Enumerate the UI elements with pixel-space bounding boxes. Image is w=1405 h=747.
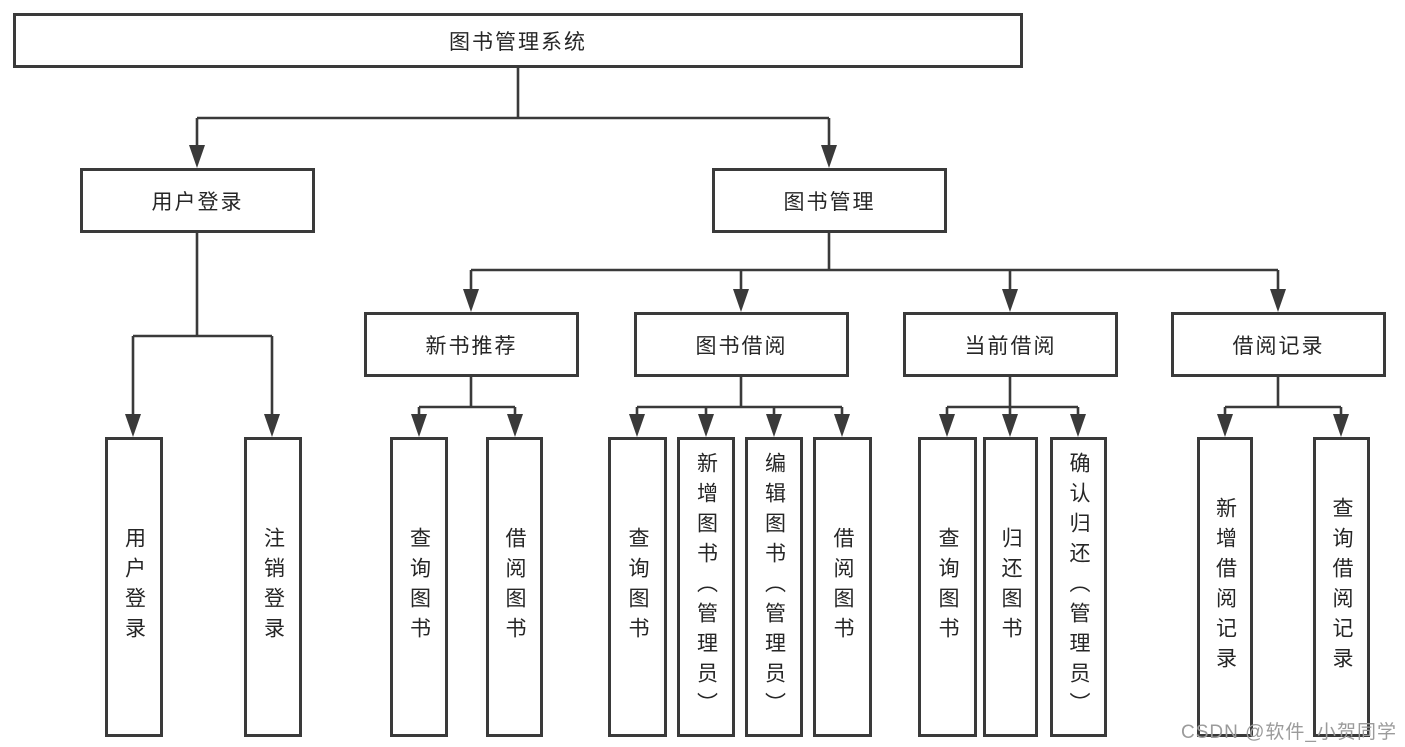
arrowhead-down-icon: [189, 145, 205, 168]
leaf-label: 借阅图书: [831, 527, 854, 647]
arrowhead-down-icon: [507, 414, 523, 437]
node-leaf-borrow-books-1: 借阅图书: [486, 437, 543, 737]
node-leaf-query-books-2: 查询图书: [608, 437, 667, 737]
arrowhead-down-icon: [1217, 414, 1233, 437]
node-leaf-borrow-books-2: 借阅图书: [813, 437, 872, 737]
leaf-label: 查询图书: [626, 527, 649, 647]
watermark: CSDN @软件_小贺同学: [1181, 722, 1397, 743]
node-book-borrowing: 图书借阅: [634, 312, 849, 377]
arrowhead-down-icon: [939, 414, 955, 437]
leaf-label: 借阅图书: [503, 527, 526, 647]
node-library-management-system: 图书管理系统: [13, 13, 1023, 68]
leaf-label: 确认归还（管理员）: [1067, 452, 1090, 722]
leaf-label: 查询借阅记录: [1330, 497, 1353, 677]
leaf-label: 新增借阅记录: [1213, 497, 1237, 677]
node-leaf-edit-books-admin: 编辑图书（管理员）: [745, 437, 803, 737]
node-leaf-query-books-3: 查询图书: [918, 437, 977, 737]
leaf-label: 归还图书: [999, 527, 1022, 647]
leaf-label: 用户登录: [122, 527, 146, 647]
leaf-label: 注销登录: [261, 527, 285, 647]
leaf-label: 查询图书: [407, 527, 431, 647]
arrowhead-down-icon: [1002, 414, 1018, 437]
node-new-book-recommend: 新书推荐: [364, 312, 579, 377]
node-leaf-query-books-1: 查询图书: [390, 437, 448, 737]
node-book-management: 图书管理: [712, 168, 947, 233]
arrowhead-down-icon: [463, 289, 479, 312]
node-leaf-add-books-admin: 新增图书（管理员）: [677, 437, 735, 737]
arrowhead-down-icon: [1270, 289, 1286, 312]
arrowhead-down-icon: [766, 414, 782, 437]
node-leaf-add-borrow-record: 新增借阅记录: [1197, 437, 1253, 737]
arrowhead-down-icon: [264, 414, 280, 437]
node-user-login: 用户登录: [80, 168, 315, 233]
arrowhead-down-icon: [1070, 414, 1086, 437]
node-leaf-query-borrow-record: 查询借阅记录: [1313, 437, 1370, 737]
arrowhead-down-icon: [411, 414, 427, 437]
arrowhead-down-icon: [1333, 414, 1349, 437]
leaf-label: 查询图书: [936, 527, 959, 647]
arrowhead-down-icon: [698, 414, 714, 437]
arrowhead-down-icon: [125, 414, 141, 437]
connector-path: [131, 68, 1343, 419]
leaf-label: 编辑图书（管理员）: [762, 452, 786, 722]
arrowhead-down-icon: [821, 145, 837, 168]
node-leaf-confirm-return-admin: 确认归还（管理员）: [1050, 437, 1107, 737]
node-borrowing-records: 借阅记录: [1171, 312, 1386, 377]
arrowhead-down-icon: [1002, 289, 1018, 312]
node-leaf-return-books: 归还图书: [983, 437, 1038, 737]
leaf-label: 新增图书（管理员）: [694, 452, 718, 722]
node-leaf-user-login: 用户登录: [105, 437, 163, 737]
arrowhead-down-icon: [629, 414, 645, 437]
arrowhead-down-icon: [834, 414, 850, 437]
node-current-borrowing: 当前借阅: [903, 312, 1118, 377]
node-leaf-logout: 注销登录: [244, 437, 302, 737]
arrowhead-down-icon: [733, 289, 749, 312]
